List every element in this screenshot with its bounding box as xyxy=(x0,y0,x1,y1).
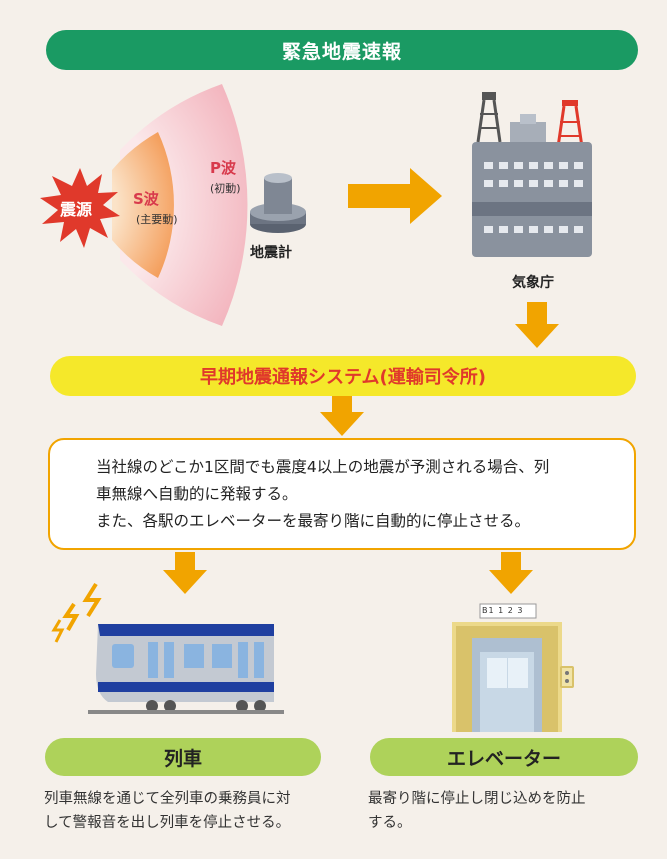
elevator-desc-line: 最寄り階に停止し閉じ込めを防止 xyxy=(368,791,586,807)
message-line: 車無線へ自動的に発報する。 xyxy=(96,485,298,503)
message-line: また、各駅のエレベーターを最寄り階に自動的に停止させる。 xyxy=(96,512,531,530)
seismometer-icon xyxy=(250,173,306,233)
down-arrow-icon xyxy=(320,396,364,436)
right-arrow-icon xyxy=(348,168,442,224)
down-arrow-icon xyxy=(515,302,559,348)
seismometer-label: 地震計 xyxy=(250,245,292,261)
message-box: 当社線のどこか1区間でも震度4以上の地震が予測される場合、列 車無線へ自動的に発… xyxy=(48,438,636,550)
train-icon xyxy=(51,582,284,714)
p-wave-label: P波 xyxy=(210,159,236,177)
train-desc-line: して警報音を出し列車を停止させる。 xyxy=(44,815,291,831)
epicenter-burst-icon xyxy=(40,168,120,248)
system-banner: 早期地震通報システム(運輸司令所) xyxy=(50,356,636,396)
epicenter-label: 震源 xyxy=(60,200,93,219)
s-wave-label: S波 xyxy=(133,190,159,208)
floor-indicator: B1 1 2 3 xyxy=(482,606,524,615)
train-title-pill: 列車 xyxy=(45,738,321,776)
agency-building-icon xyxy=(472,92,592,257)
elevator-description: 最寄り階に停止し閉じ込めを防止 する。 xyxy=(368,787,658,835)
train-desc-line: 列車無線を通じて全列車の乗務員に対 xyxy=(44,791,291,807)
elevator-icon xyxy=(452,603,574,732)
message-line: 当社線のどこか1区間でも震度4以上の地震が予測される場合、列 xyxy=(96,458,550,476)
p-wave-sub-label: (初動) xyxy=(210,182,241,195)
s-wave-sub-label: (主要動) xyxy=(136,213,178,226)
down-arrow-icon xyxy=(163,552,207,594)
header-title: 緊急地震速報 xyxy=(281,40,402,63)
agency-label: 気象庁 xyxy=(512,275,554,291)
elevator-title: エレベーター xyxy=(446,747,561,770)
elevator-title-pill: エレベーター xyxy=(370,738,638,776)
system-title: 早期地震通報システム(運輸司令所) xyxy=(200,367,486,388)
train-title: 列車 xyxy=(163,747,202,770)
down-arrow-icon xyxy=(489,552,533,594)
header-banner: 緊急地震速報 xyxy=(46,30,638,70)
train-description: 列車無線を通じて全列車の乗務員に対 して警報音を出し列車を停止させる。 xyxy=(44,787,334,835)
elevator-desc-line: する。 xyxy=(368,815,412,831)
